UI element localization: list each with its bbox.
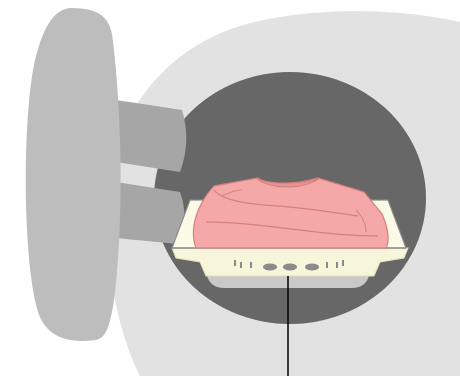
dryer-door (25, 8, 121, 341)
rack-vents (234, 260, 344, 271)
sweater-right-sleeve (205, 221, 379, 237)
rack-frame (171, 247, 409, 277)
vent-slot (250, 262, 252, 268)
sweater-left-sleeve (213, 189, 359, 217)
sweater-fold-line (221, 189, 243, 197)
upper-hinge (116, 100, 187, 172)
sweater-collar (255, 177, 321, 188)
vent-slot (326, 262, 328, 268)
vent-slot (342, 260, 344, 266)
vent-oval (283, 263, 297, 271)
vent-slot (240, 262, 242, 268)
vent-oval (263, 263, 277, 271)
vent-slot (234, 260, 236, 266)
vent-slot (336, 262, 338, 268)
lower-hinge (116, 182, 185, 244)
folded-sweater (192, 177, 389, 249)
sweater-cuff (355, 209, 367, 233)
vent-oval (305, 263, 319, 271)
